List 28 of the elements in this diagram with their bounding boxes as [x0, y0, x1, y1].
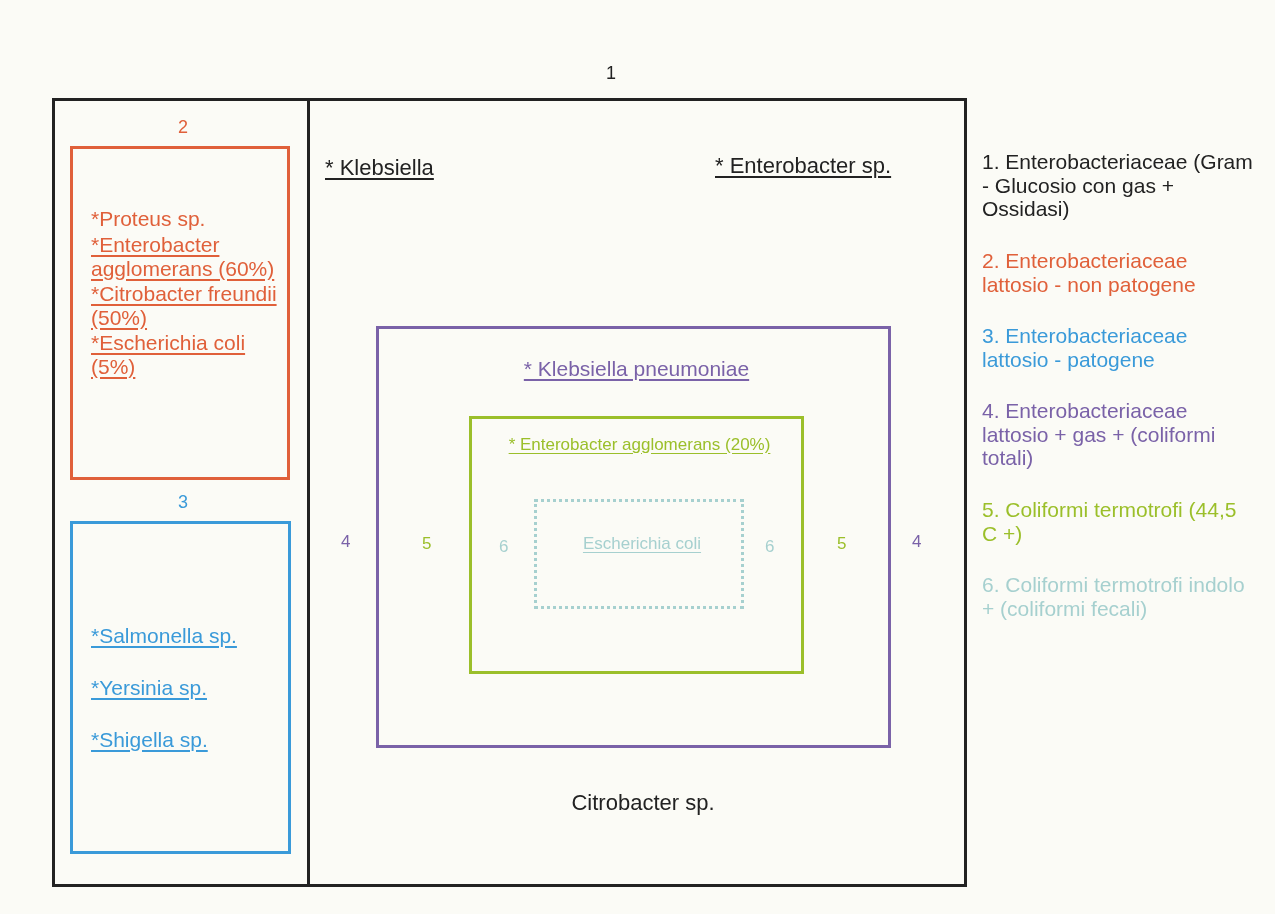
species-name: Escherichia coli [581, 534, 703, 554]
key-entry: 5. Coliformi termotrofi (44,5 C +) [982, 498, 1238, 546]
species-name: * Enterobacter agglomerans (20%) [507, 435, 772, 455]
species-name: * Klebsiella pneumoniae [522, 357, 751, 381]
key-entry: 4. Enterobacteriaceae lattosio + gas + (coliformi totali) [982, 399, 1217, 470]
side-number: 5 [837, 534, 847, 554]
species-name: *Citrobacter freundii (50%) [91, 282, 278, 330]
key-entry: 6. Coliformi termotrofi indolo + (coliformi fecali) [982, 573, 1246, 621]
box-number: 2 [177, 117, 189, 138]
species-name: *Escherichia coli (5%) [91, 331, 247, 379]
species-name: * Klebsiella [325, 156, 435, 181]
species-name: *Shigella sp. [91, 728, 209, 752]
key-entry: 1. Enterobacteriaceae (Gram - Glucosio con gas + Ossidasi) [982, 150, 1254, 221]
side-number: 4 [341, 532, 351, 552]
species-name: *Enterobacter agglomerans (60%) [91, 233, 276, 281]
key-entry: 3. Enterobacteriaceae lattosio - patogene [982, 324, 1189, 372]
side-number: 5 [422, 534, 432, 554]
species-name: *Proteus sp. [91, 207, 207, 231]
box-number: 1 [605, 63, 617, 84]
box-number: 3 [177, 492, 189, 513]
species-name: Citrobacter sp. [570, 791, 716, 816]
species-name: * Enterobacter sp. [715, 154, 893, 179]
side-number: 6 [765, 537, 775, 557]
side-number: 4 [912, 532, 922, 552]
species-name: *Salmonella sp. [91, 624, 238, 648]
side-number: 6 [499, 537, 509, 557]
species-name: *Yersinia sp. [91, 676, 208, 700]
key-entry: 2. Enterobacteriaceae lattosio - non patogene [982, 249, 1197, 297]
